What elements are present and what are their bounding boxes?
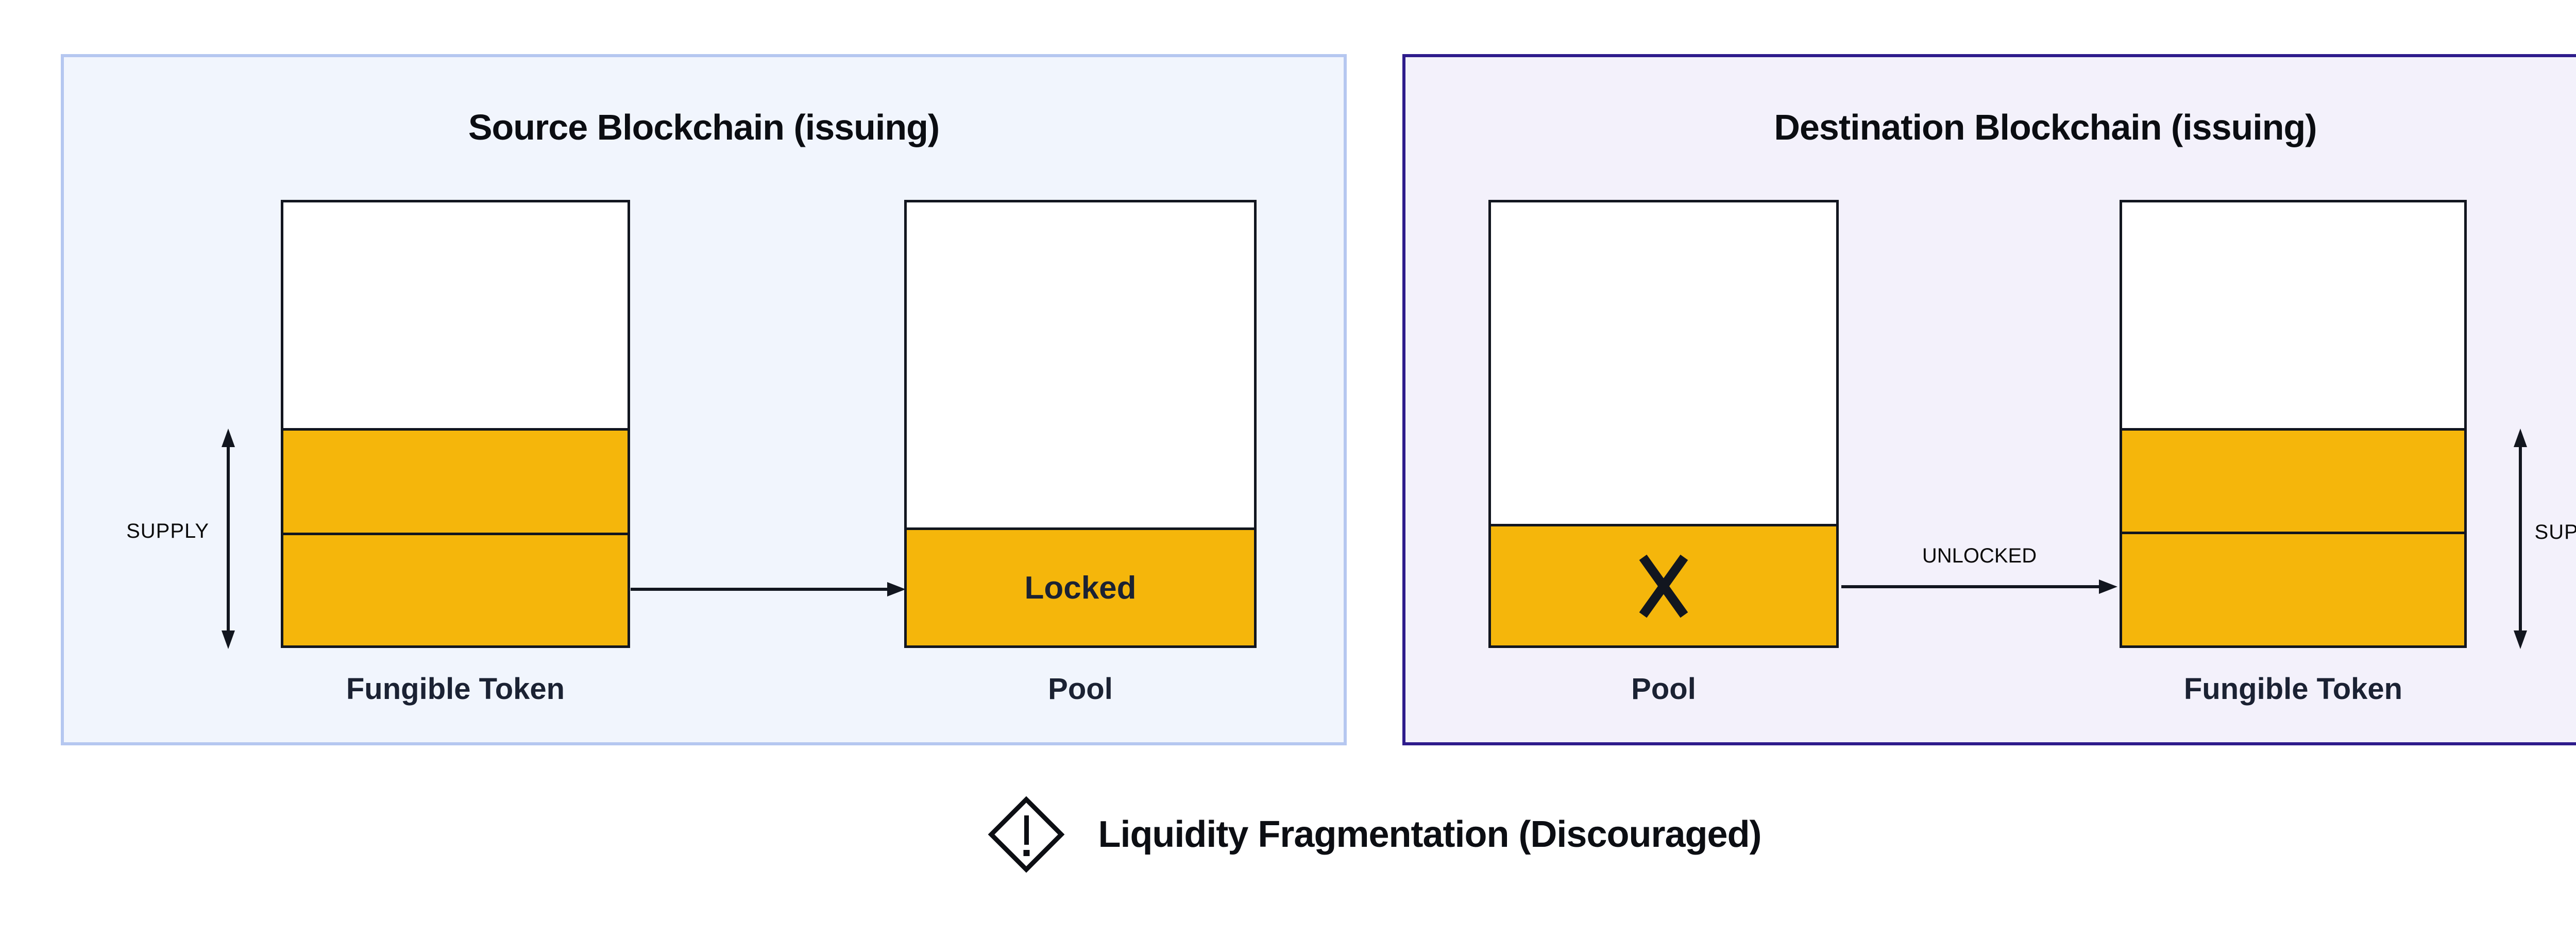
source-supply-label: SUPPLY	[126, 520, 209, 542]
destination-pool-box	[1488, 200, 1839, 648]
destination-pool-label: Pool	[1631, 672, 1696, 706]
source-pool-label: Pool	[1048, 672, 1113, 706]
destination-pool-crossed-band	[1491, 524, 1836, 645]
locked-label: Locked	[1024, 570, 1137, 606]
destination-token-supply-band-upper	[2122, 428, 2464, 532]
destination-unlock-arrow	[1841, 579, 2117, 594]
source-lock-arrow	[631, 582, 906, 596]
destination-pool-empty-section	[1491, 202, 1836, 524]
source-pool-box: Locked	[904, 200, 1257, 648]
destination-token-empty-section	[2122, 202, 2464, 428]
source-token-empty-section	[283, 202, 628, 428]
destination-token-supply-band-lower	[2122, 532, 2464, 645]
warning-diamond-exclamation-icon	[988, 796, 1065, 873]
destination-panel-title: Destination Blockchain (issuing)	[1774, 107, 2317, 147]
caption-text: Liquidity Fragmentation (Discouraged)	[1098, 814, 1761, 855]
source-token-supply-band-lower	[283, 533, 628, 645]
destination-supply-label: SUPPLY	[2534, 521, 2576, 543]
source-pool-locked-band: Locked	[907, 527, 1254, 645]
caption-row: Liquidity Fragmentation (Discouraged)	[0, 792, 2576, 877]
destination-fungible-token-box	[2120, 200, 2467, 648]
source-blockchain-panel: Source Blockchain (issuing) Locked SUPPL…	[61, 54, 1347, 745]
source-fungible-token-box	[281, 200, 630, 648]
source-supply-range-arrow	[222, 429, 235, 649]
destination-supply-range-arrow	[2514, 429, 2527, 649]
source-token-supply-band-upper	[283, 428, 628, 533]
source-token-label: Fungible Token	[346, 672, 565, 706]
source-panel-title: Source Blockchain (issuing)	[468, 107, 940, 147]
destination-blockchain-panel: Destination Blockchain (issuing) UNLOCKE…	[1402, 54, 2576, 745]
unlocked-label: UNLOCKED	[1922, 544, 2037, 567]
source-pool-empty-section	[907, 202, 1254, 527]
cross-icon	[1639, 554, 1688, 618]
destination-token-label: Fungible Token	[2183, 672, 2403, 706]
